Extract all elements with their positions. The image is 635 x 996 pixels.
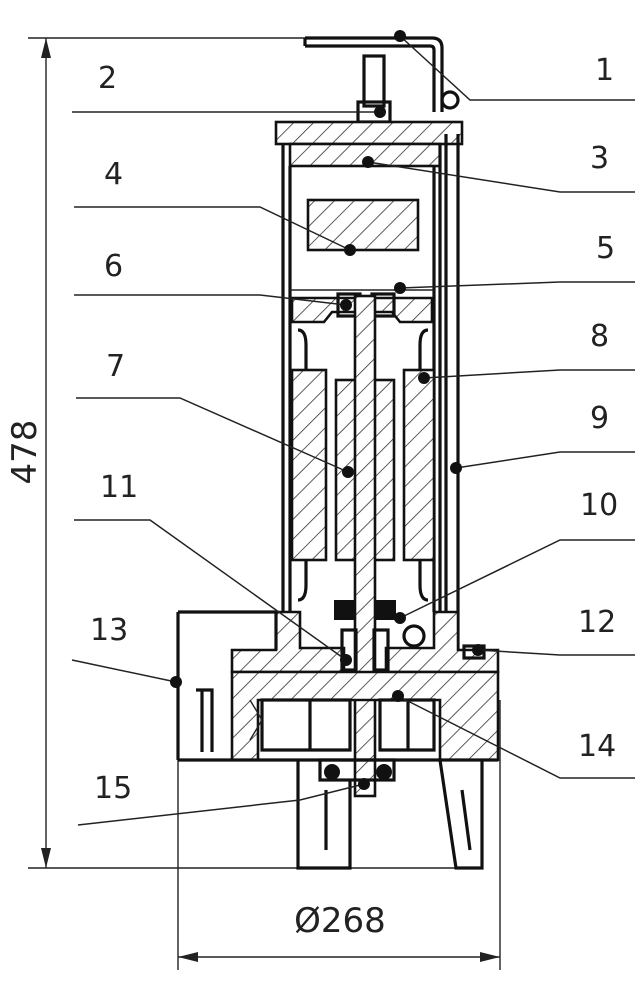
top-cover [274,120,464,146]
shaft [353,294,377,798]
height-dimension: 478 [5,37,470,869]
callout-5: 5 [596,231,615,266]
callout-4: 4 [104,157,123,192]
callout-13: 13 [90,613,128,648]
callout-6: 6 [104,249,123,284]
callout-7: 7 [106,349,125,384]
support-feet [296,759,484,870]
callout-3: 3 [590,141,609,176]
callout-14: 14 [578,729,616,764]
callout-9: 9 [590,401,609,436]
callout-1: 1 [595,53,614,88]
callout-8: 8 [590,319,609,354]
stator [290,328,436,602]
callout-labels: 1 2 3 4 5 6 7 8 9 10 11 12 13 14 15 [90,53,618,806]
impeller [249,698,436,752]
cable-pipe [444,134,460,650]
callout-15: 15 [94,771,132,806]
callout-11: 11 [100,470,138,505]
lower-bearing [334,600,396,620]
diameter-dimension: Ø268 [177,700,501,970]
callout-10: 10 [580,488,618,523]
callout-12: 12 [578,605,616,640]
diameter-dimension-text: Ø268 [294,901,386,941]
callout-2: 2 [98,61,117,96]
mechanical-seal [340,628,390,672]
grinder-cutter [318,758,396,782]
handle [303,36,460,112]
height-dimension-text: 478 [5,420,45,485]
capacitor [306,198,420,252]
leader-lines [71,30,635,826]
